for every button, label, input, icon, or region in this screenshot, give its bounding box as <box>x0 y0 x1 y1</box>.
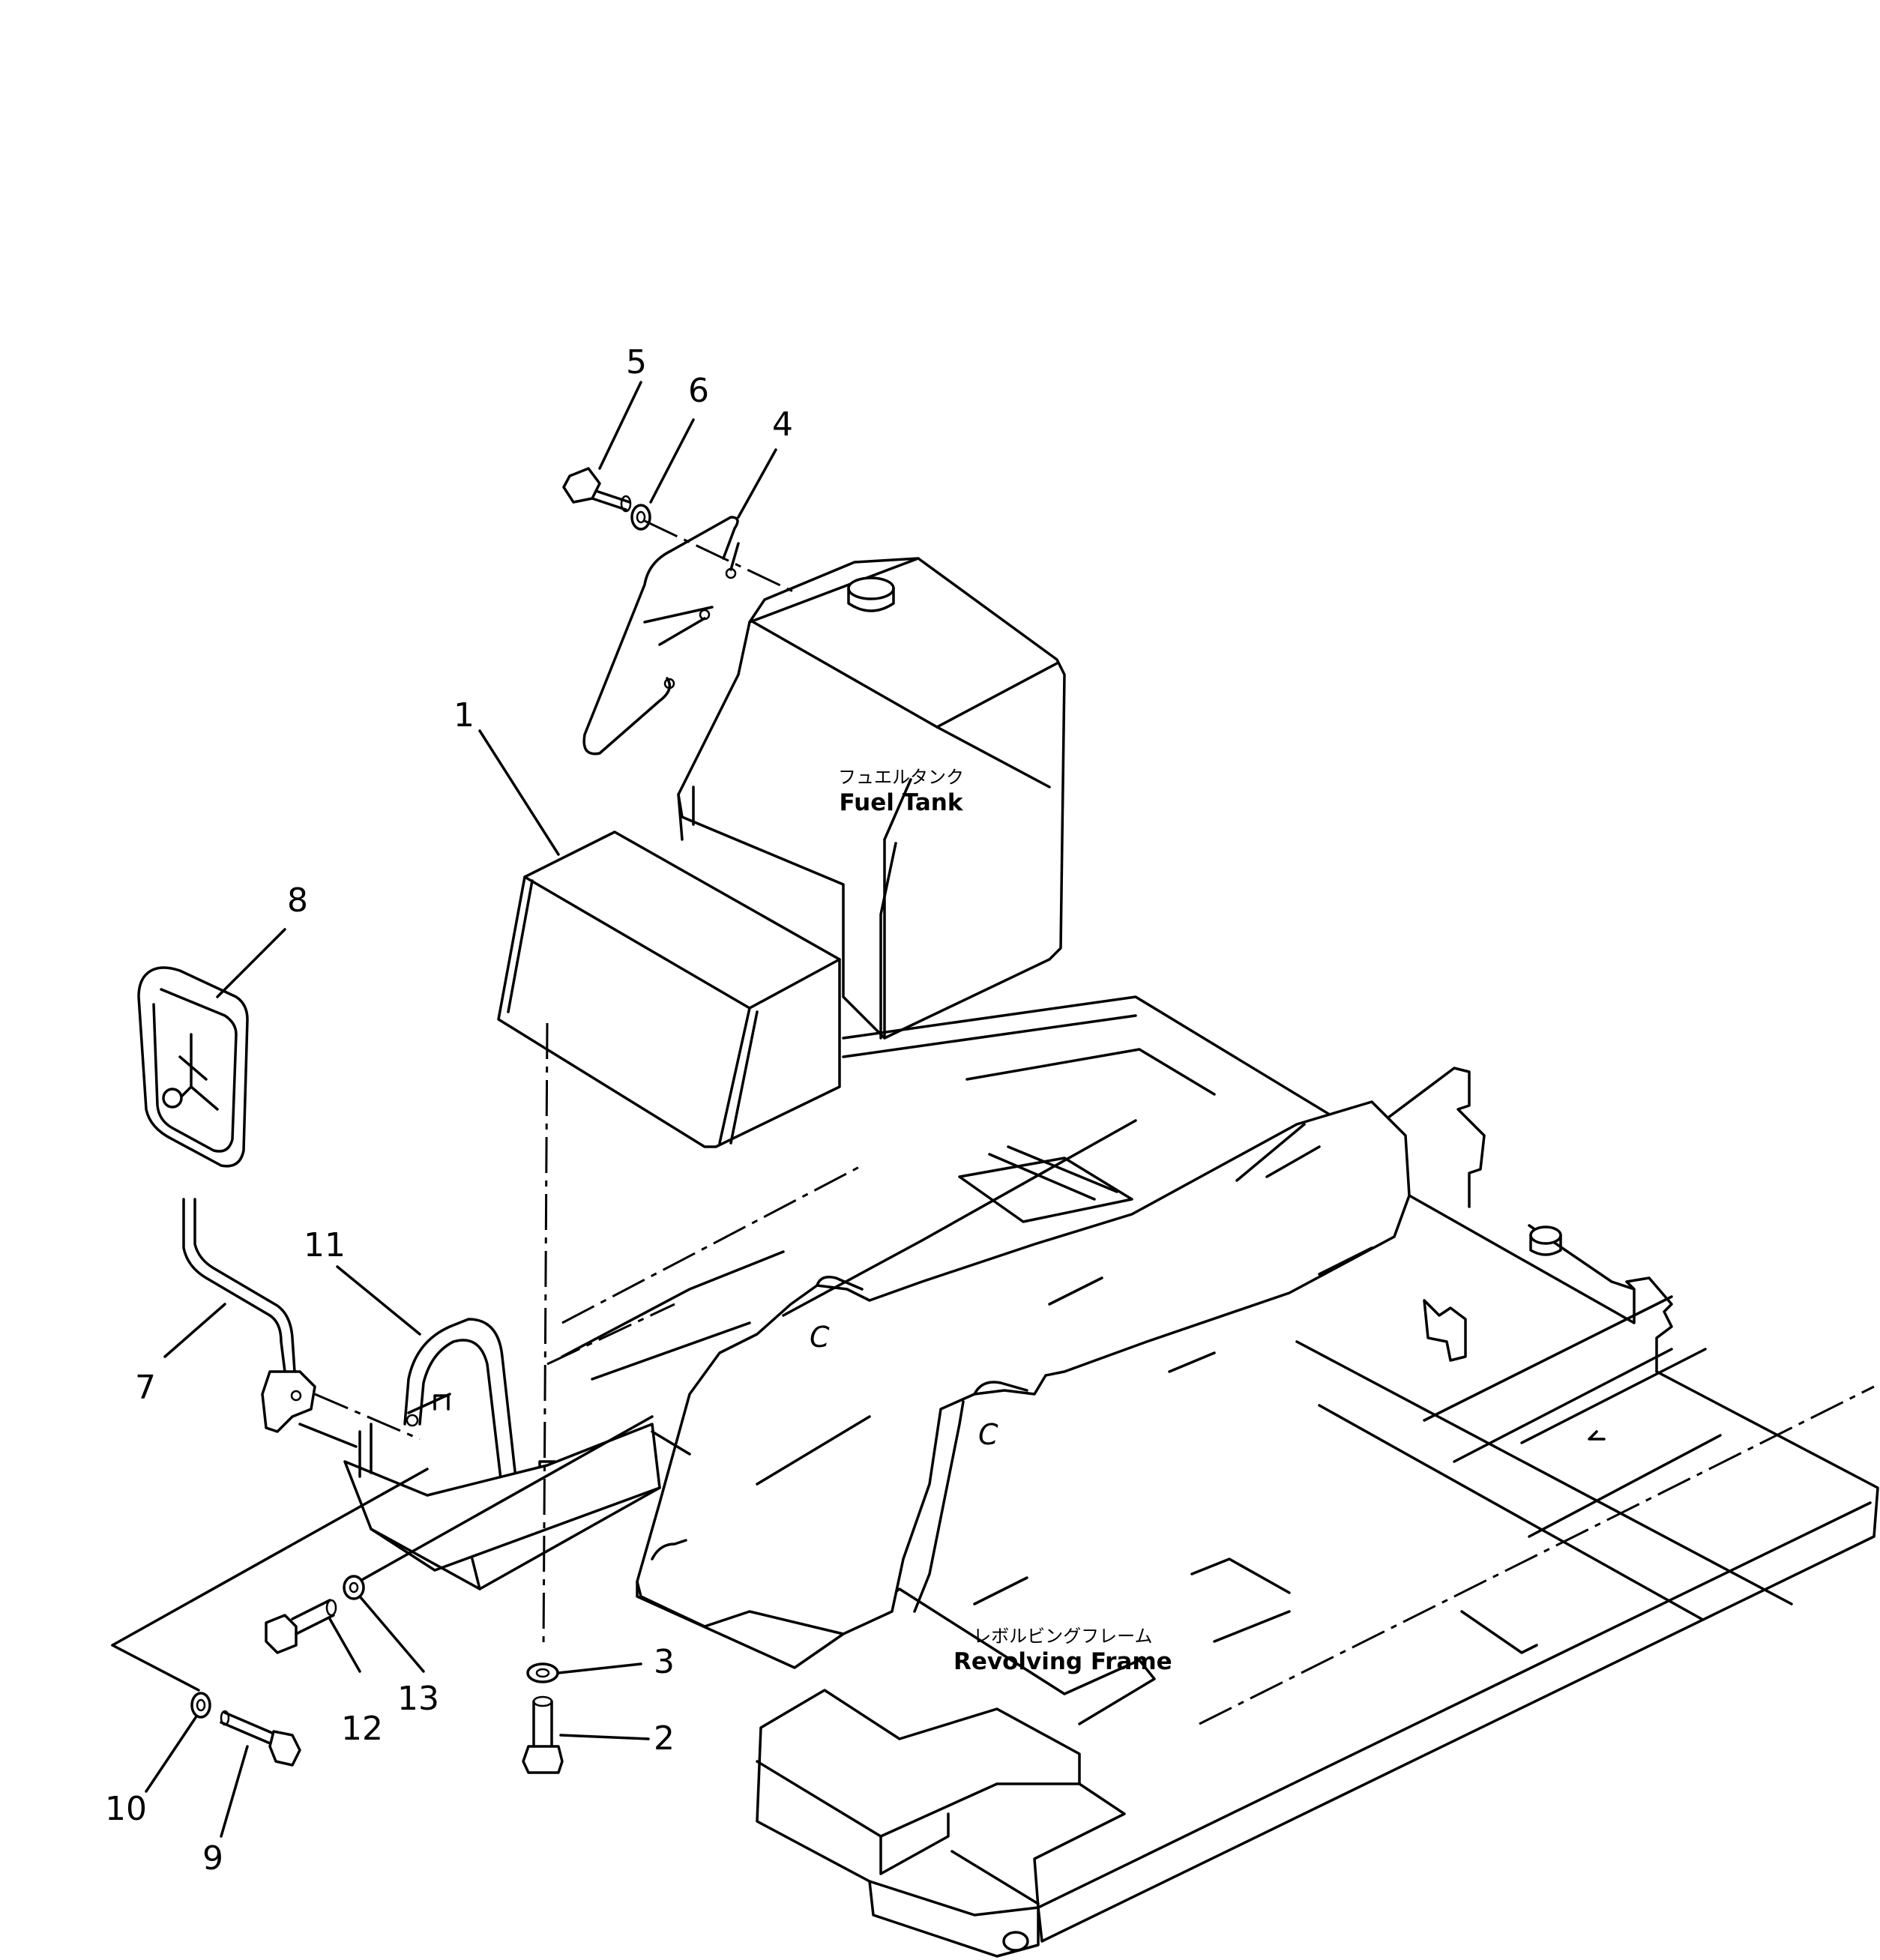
handrail <box>582 516 740 756</box>
bolt-2 <box>522 1695 564 1774</box>
callout-6: 6 <box>688 372 709 410</box>
frame-mark-c-1: C <box>810 1321 830 1354</box>
fuel-tank-label-en: Fuel Tank <box>839 789 963 816</box>
washer-3 <box>526 1662 559 1683</box>
revolving-frame-label-jp: レボルビングフレーム <box>973 1626 1153 1647</box>
callout-4: 4 <box>772 405 793 444</box>
callout-2: 2 <box>654 1719 675 1758</box>
leader-lines <box>145 381 1291 1838</box>
frame-mark-c-2: C <box>978 1418 998 1451</box>
fuel-tank-label-jp: フュエルタンク <box>838 767 964 788</box>
fuel-tank-label: フュエルタンク Fuel Tank <box>838 766 964 818</box>
revolving-frame-label: レボルビングフレーム Revolving Frame <box>953 1625 1172 1677</box>
bolt-5 <box>562 467 632 513</box>
washer-10 <box>190 1692 211 1719</box>
boom-structure <box>636 1100 1411 1669</box>
mount-bracket <box>298 1423 661 1590</box>
battery-cover <box>497 830 841 1148</box>
lamp-bracket <box>182 1198 316 1433</box>
callout-8: 8 <box>287 881 308 920</box>
handrail-11 <box>403 1318 556 1495</box>
bolt-12 <box>265 1599 337 1654</box>
callout-9: 9 <box>202 1839 223 1878</box>
revolving-frame-label-en: Revolving Frame <box>953 1648 1172 1675</box>
callout-11: 11 <box>304 1226 346 1264</box>
revolving-frame <box>756 995 1879 1958</box>
fuel-tank <box>677 557 1066 1040</box>
callout-10: 10 <box>105 1790 147 1828</box>
callout-3: 3 <box>654 1643 675 1681</box>
work-lamp <box>137 966 249 1168</box>
washer-13 <box>343 1575 365 1600</box>
bolt-9 <box>220 1710 301 1767</box>
callout-5: 5 <box>626 343 647 382</box>
callout-13: 13 <box>397 1680 439 1718</box>
washer-6 <box>630 504 651 531</box>
callout-1: 1 <box>454 696 474 735</box>
callout-7: 7 <box>135 1369 156 1407</box>
callout-12: 12 <box>341 1710 383 1748</box>
